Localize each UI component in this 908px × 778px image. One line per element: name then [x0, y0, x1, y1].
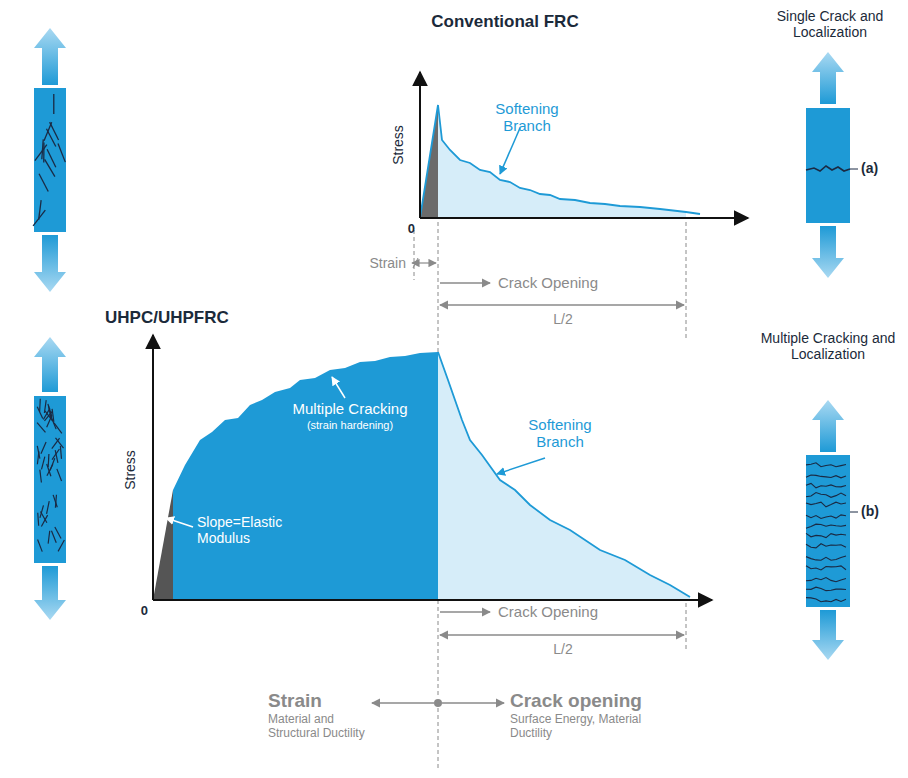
elastic-area	[153, 490, 173, 600]
curve-label: Multiple Cracking	[292, 400, 407, 417]
frc-specimen	[34, 88, 66, 232]
dimension-label: L/2	[553, 311, 572, 327]
uhpc-specimen	[34, 396, 66, 563]
callout-letter: (a)	[861, 160, 878, 176]
axis-label: Stress	[122, 450, 138, 490]
single-crack	[806, 166, 850, 171]
frc-curve	[420, 105, 700, 218]
axis-label: Stress	[390, 125, 406, 165]
load-arrows	[34, 28, 844, 660]
uhpc-softening-curve	[438, 352, 690, 597]
axis-label: Crack Opening	[498, 603, 598, 620]
axis-origin: 0	[141, 604, 148, 619]
curve-label: Slope=Elastic Modulus	[197, 514, 307, 546]
curve-label: (strain hardening)	[307, 419, 393, 432]
specimen-caption: Single Crack and Localization	[770, 8, 890, 40]
dimension-label: L/2	[553, 641, 572, 657]
softening-area	[438, 105, 686, 218]
single-crack-specimen	[806, 108, 850, 223]
chart-title: UHPC/UHPFRC	[105, 308, 229, 328]
multiple-crack-specimen	[806, 455, 850, 607]
chart-title: Conventional FRC	[431, 12, 578, 32]
softening-area	[438, 352, 690, 600]
axis-label: Strain	[268, 690, 322, 712]
specimen-caption: Multiple Cracking and Localization	[761, 330, 896, 362]
callout-letter: (b)	[861, 503, 879, 519]
axis-label: Crack Opening	[498, 274, 598, 291]
axis-origin: 0	[408, 222, 415, 237]
curve-label: Softening Branch	[520, 416, 600, 451]
axis-note: Surface Energy, Material Ductility	[510, 713, 660, 741]
axis-label: Strain	[369, 255, 406, 271]
curve-label: Softening Branch	[487, 100, 567, 135]
axis-label: Crack opening	[510, 690, 642, 712]
hardening-area	[173, 352, 438, 600]
axis-note: Material and Structural Ductility	[268, 713, 383, 741]
